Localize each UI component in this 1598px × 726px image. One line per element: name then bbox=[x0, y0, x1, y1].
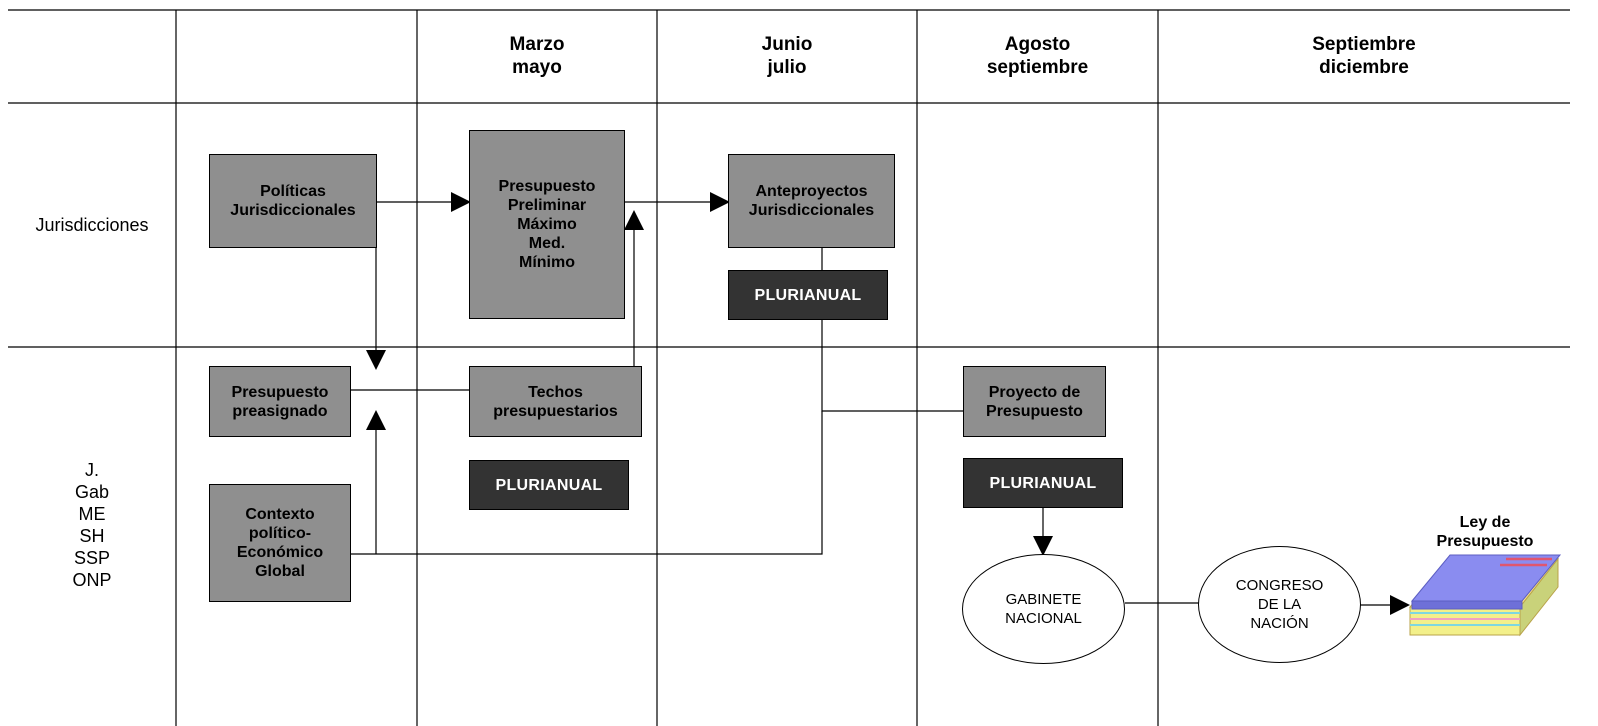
header-septiembre-diciembre: Septiembre diciembre bbox=[1158, 30, 1570, 82]
header-junio-julio: Junio julio bbox=[657, 30, 917, 82]
oval-line: GABINETE bbox=[1005, 591, 1082, 608]
box-line: Contexto bbox=[245, 506, 315, 523]
box-line: Máximo bbox=[517, 216, 577, 233]
box-line: Mínimo bbox=[519, 254, 575, 271]
row-label-jurisdicciones: Jurisdicciones bbox=[8, 103, 176, 347]
row-label-central: J. Gab ME SH SSP ONP bbox=[8, 455, 176, 595]
header-marzo-mayo: Marzo mayo bbox=[417, 30, 657, 82]
header-line: septiembre bbox=[986, 57, 1089, 78]
box-line: Global bbox=[255, 563, 305, 580]
box-line: Presupuesto bbox=[498, 178, 596, 195]
grid-lines bbox=[8, 9, 1570, 726]
box-line: Proyecto de bbox=[988, 383, 1081, 401]
oval-line: NACIÓN bbox=[1250, 615, 1309, 632]
box-line: PLURIANUAL bbox=[495, 476, 603, 494]
box-presupuesto-preasignado: Presupuesto preasignado bbox=[209, 366, 351, 437]
box-contexto-politico-economico: Contexto político- Económico Global bbox=[209, 484, 351, 602]
box-line: Económico bbox=[236, 544, 324, 561]
box-anteproyectos-jurisdiccionales: Anteproyectos Jurisdiccionales bbox=[728, 154, 895, 248]
header-line: Septiembre bbox=[1312, 34, 1416, 55]
box-line: preasignado bbox=[232, 402, 328, 420]
box-line: político- bbox=[248, 525, 312, 542]
box-line: Presupuesto bbox=[231, 383, 329, 401]
box-line: Jurisdiccionales bbox=[230, 202, 356, 219]
box-line: Políticas bbox=[260, 183, 326, 200]
box-line: Anteproyectos bbox=[755, 183, 868, 200]
box-politicas-jurisdiccionales: Políticas Jurisdiccionales bbox=[209, 154, 377, 248]
box-plurianual-jurisdicciones: PLURIANUAL bbox=[728, 270, 888, 320]
header-line: Junio bbox=[761, 34, 813, 55]
book-label-line: Presupuesto bbox=[1436, 533, 1534, 550]
box-proyecto-de-presupuesto: Proyecto de Presupuesto bbox=[963, 366, 1106, 437]
row-label-line: ONP bbox=[72, 570, 112, 590]
box-line: Presupuesto bbox=[986, 402, 1083, 420]
row-label-line: J. bbox=[84, 460, 99, 480]
box-line: Techos bbox=[528, 383, 583, 401]
header-line: julio bbox=[767, 57, 807, 78]
oval-line: NACIONAL bbox=[1005, 610, 1082, 627]
row-label-line: ME bbox=[78, 504, 106, 524]
header-line: mayo bbox=[512, 57, 562, 78]
oval-congreso-de-la-nacion: CONGRESO DE LA NACIÓN bbox=[1198, 546, 1361, 663]
oval-line: CONGRESO bbox=[1235, 577, 1324, 594]
row-label-line: Jurisdicciones bbox=[35, 215, 149, 235]
box-techos-presupuestarios: Techos presupuestarios bbox=[469, 366, 642, 437]
box-line: Med. bbox=[528, 235, 566, 252]
row-label-line: SH bbox=[79, 526, 105, 546]
box-line: Jurisdiccionales bbox=[748, 202, 875, 219]
oval-line: DE LA bbox=[1257, 596, 1302, 613]
box-line: PLURIANUAL bbox=[754, 286, 862, 304]
header-line: Marzo bbox=[509, 34, 565, 55]
header-agosto-septiembre: Agosto septiembre bbox=[917, 30, 1158, 82]
connectors bbox=[350, 192, 1410, 615]
box-plurianual-techos: PLURIANUAL bbox=[469, 460, 629, 510]
book-icon bbox=[1408, 554, 1562, 637]
oval-gabinete-nacional: GABINETE NACIONAL bbox=[962, 554, 1125, 664]
box-presupuesto-preliminar: Presupuesto Preliminar Máximo Med. Mínim… bbox=[469, 130, 625, 319]
header-line: Agosto bbox=[1004, 34, 1071, 55]
header-line: diciembre bbox=[1319, 57, 1409, 78]
box-line: Preliminar bbox=[507, 197, 587, 214]
label-ley-de-presupuesto: Ley de Presupuesto bbox=[1410, 513, 1560, 551]
book-label-line: Ley de bbox=[1459, 514, 1511, 531]
box-line: PLURIANUAL bbox=[989, 474, 1097, 492]
box-line: presupuestarios bbox=[493, 402, 618, 420]
line-contexto-link bbox=[350, 411, 823, 555]
row-label-line: SSP bbox=[73, 548, 111, 568]
box-plurianual-proyecto: PLURIANUAL bbox=[963, 458, 1123, 508]
row-label-line: Gab bbox=[74, 482, 110, 502]
line-plurianual-to-proyecto bbox=[821, 320, 963, 412]
